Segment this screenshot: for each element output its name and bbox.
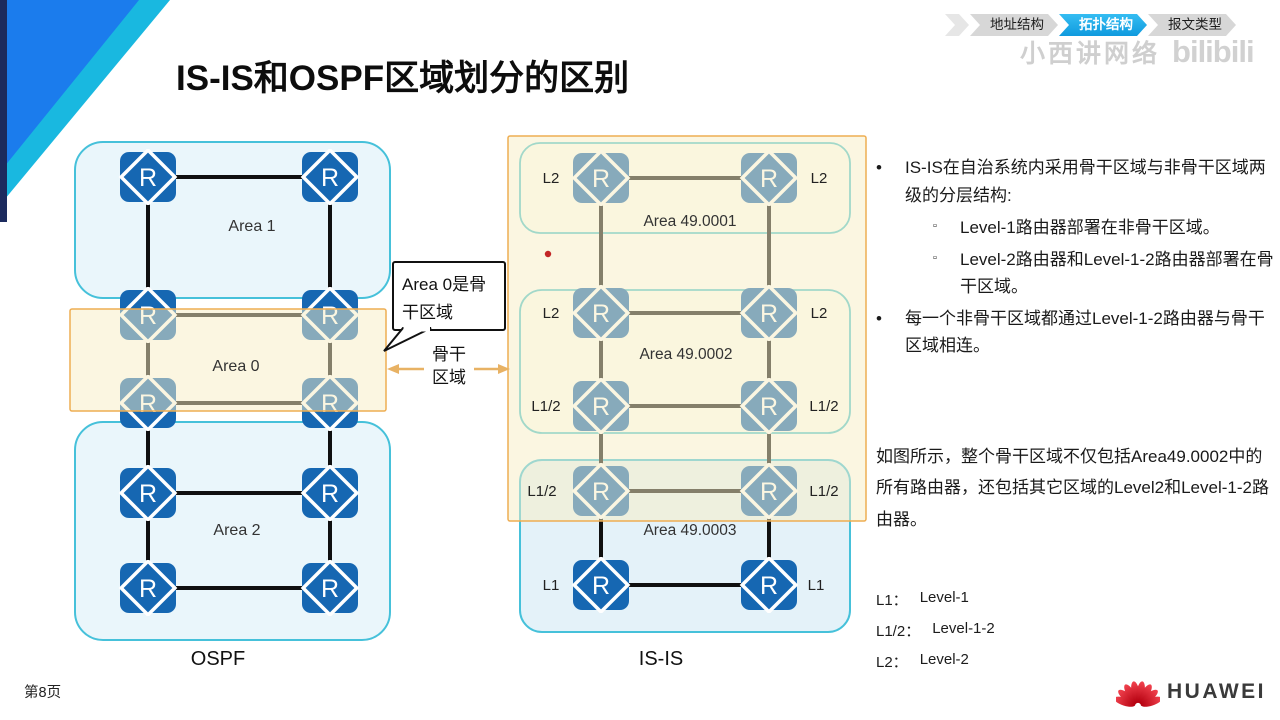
- backbone-label-line1: 骨干: [432, 345, 466, 364]
- bullet-marker: •: [876, 308, 882, 328]
- level-legend: L1： Level-1 L1/2： Level-1-2 L2： Level-2: [876, 589, 995, 682]
- router-icon: [739, 557, 799, 613]
- backbone-indicator: 骨干 区域: [387, 345, 510, 387]
- sub-bullet-marker: ▫: [933, 220, 937, 233]
- breadcrumb-nav: 地址结构 拓扑结构 报文类型: [945, 14, 1237, 36]
- huawei-logo: HUAWEI: [1116, 672, 1266, 712]
- level-label: L2: [543, 305, 560, 322]
- level-label: L2: [811, 305, 828, 322]
- isis-area3-label: Area 49.0003: [643, 522, 736, 539]
- bullet-text: IS-IS在自治系统内采用骨干区域与非骨干区域两级的分层结构:: [905, 158, 1266, 205]
- note-paragraph: 如图所示，整个骨干区域不仅包括Area49.0002中的所有路由器，还包括其它区…: [876, 447, 1269, 529]
- legend-term: L2：: [876, 654, 908, 671]
- level-label: L1: [543, 577, 560, 594]
- ospf-area0-backbone-box: [69, 308, 387, 412]
- callout-line1: Area 0是骨: [402, 275, 486, 294]
- isis-level-labels: L2 L2 L2 L2 L1/2 L1/2 L1/2 L1/2 L1 L1: [527, 170, 838, 594]
- tab-address-structure[interactable]: 地址结构: [970, 14, 1058, 36]
- tab-topology-structure[interactable]: 拓扑结构: [1059, 14, 1147, 36]
- watermark-channel: 小西讲网络: [1020, 40, 1161, 68]
- page-title: IS-IS和OSPF区域划分的区别: [176, 59, 630, 98]
- legend-term: L1：: [876, 592, 908, 609]
- legend-def: Level-1-2: [932, 620, 995, 637]
- corner-decoration: [0, 0, 170, 222]
- router-icon: [300, 149, 360, 205]
- level-label: L1/2: [809, 398, 838, 415]
- level-label: L1/2: [531, 398, 560, 415]
- nav-chevron-piece: [945, 14, 969, 36]
- legend-row: L1/2： Level-1-2: [876, 620, 995, 641]
- area0-callout: Area 0是骨 干区域: [383, 261, 506, 352]
- bullet-item: • 每一个非骨干区域都通过Level-1-2路由器与骨干区域相连。: [876, 305, 1274, 360]
- deco-navy-bar: [0, 0, 7, 222]
- huawei-flower-icon: [1116, 681, 1160, 707]
- router-icon: [118, 465, 178, 521]
- router-icon: [571, 557, 631, 613]
- bilibili-logo: bilibili: [1172, 34, 1255, 69]
- sub-bullet-item: ▫ Level-1路由器部署在非骨干区域。: [933, 214, 1274, 242]
- backbone-label-line2: 区域: [432, 368, 466, 387]
- bullet-text: 每一个非骨干区域都通过Level-1-2路由器与骨干区域相连。: [905, 308, 1265, 356]
- router-icon: [300, 465, 360, 521]
- bullet-item: • IS-IS在自治系统内采用骨干区域与非骨干区域两级的分层结构:: [876, 154, 1274, 209]
- bullet-marker: •: [876, 158, 882, 177]
- router-icon: [300, 560, 360, 616]
- sub-bullet-item: ▫ Level-2路由器和Level-1-2路由器部署在骨干区域。: [933, 246, 1274, 301]
- sub-bullet-text: Level-1路由器部署在非骨干区域。: [960, 218, 1220, 238]
- bullet-list: • IS-IS在自治系统内采用骨干区域与非骨干区域两级的分层结构: ▫ Leve…: [876, 154, 1274, 365]
- sub-bullet-marker: ▫: [933, 251, 937, 264]
- ospf-caption: OSPF: [191, 648, 245, 670]
- tab-packet-type[interactable]: 报文类型: [1148, 14, 1236, 36]
- callout-line2: 干区域: [402, 303, 453, 322]
- isis-area2-label: Area 49.0002: [639, 346, 732, 363]
- legend-term: L1/2：: [876, 623, 921, 640]
- legend-def: Level-1: [919, 589, 969, 606]
- level-label: L2: [543, 170, 560, 187]
- isis-area1-label: Area 49.0001: [643, 213, 736, 230]
- pointer-dot: [544, 250, 552, 258]
- sub-bullet-text: Level-2路由器和Level-1-2路由器部署在骨干区域。: [960, 249, 1274, 297]
- router-icon: [118, 149, 178, 205]
- huawei-brand-text: HUAWEI: [1167, 680, 1266, 703]
- topology-diagram: R: [69, 135, 867, 670]
- deco-blue-triangle: [0, 0, 139, 172]
- ospf-area0-label: Area 0: [212, 358, 259, 375]
- isis-backbone-box: [507, 135, 867, 522]
- level-label: L2: [811, 170, 828, 187]
- ospf-area2-label: Area 2: [213, 522, 260, 539]
- level-label: L1/2: [809, 483, 838, 500]
- page-number: 第8页: [24, 685, 62, 701]
- legend-def: Level-2: [919, 651, 969, 668]
- legend-row: L1： Level-1: [876, 589, 995, 610]
- isis-caption: IS-IS: [639, 648, 683, 670]
- video-watermark: 小西讲网络 bilibili: [1020, 34, 1255, 70]
- legend-row: L2： Level-2: [876, 651, 995, 672]
- level-label: L1/2: [527, 483, 556, 500]
- ospf-area1-label: Area 1: [228, 218, 275, 235]
- level-label: L1: [808, 577, 825, 594]
- router-icon: [118, 560, 178, 616]
